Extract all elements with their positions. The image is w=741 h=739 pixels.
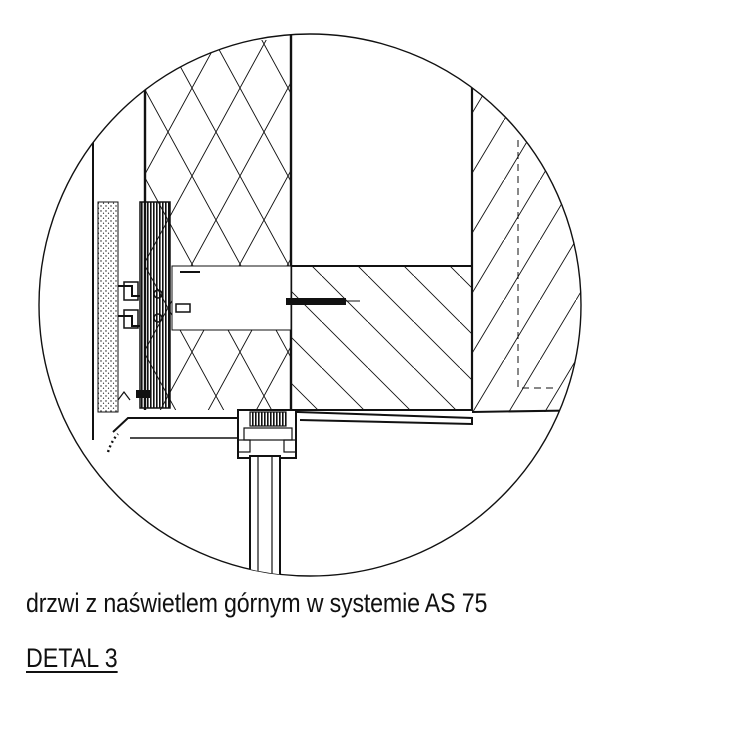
glazing-unit <box>249 455 281 576</box>
lintel <box>290 265 473 411</box>
caption: drzwi z naświetlem górnym w systemie AS … <box>26 588 488 618</box>
render-layer <box>97 201 119 413</box>
anchor-bolt <box>286 298 346 305</box>
interior-wall <box>472 40 581 412</box>
cladding-board <box>139 201 171 409</box>
detail-label: DETAL 3 <box>26 643 118 673</box>
flashing <box>112 409 473 433</box>
